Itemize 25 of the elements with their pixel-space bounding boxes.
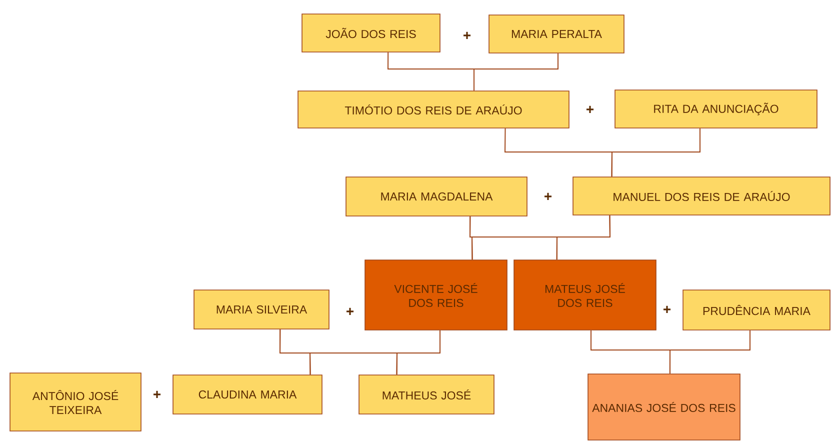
person-box: MATHEUS JOSÉ xyxy=(358,374,494,414)
person-box: MATEUS JOSÉ DOS REIS xyxy=(514,260,656,330)
plus-sign: + xyxy=(464,32,471,39)
plus-sign: + xyxy=(154,390,161,398)
person-box: MANUEL DOS REIS DE ARAÚJO xyxy=(572,176,830,216)
plus-sign: + xyxy=(544,192,552,200)
person-box: JOÃO DOS REIS xyxy=(302,14,440,52)
person-box: MARIA PERALTA xyxy=(488,14,624,54)
person-box: ANTÔNIO JOSÉ TEIXEIRA xyxy=(10,372,142,432)
connector-line xyxy=(556,214,610,260)
connector-line xyxy=(474,52,558,92)
connector-line xyxy=(669,330,750,374)
plus-sign: + xyxy=(664,306,671,313)
person-box: MARIA SILVEIRA xyxy=(194,290,330,330)
plus-sign: + xyxy=(346,308,354,315)
person-box: MARIA MAGDALENA xyxy=(346,176,528,216)
person-box: CLAUDINA MARIA xyxy=(172,374,322,414)
plus-sign: + xyxy=(586,106,594,113)
person-box: VICENTE JOSÉ DOS REIS xyxy=(364,260,508,330)
person-box: RITA DA ANUNCIAÇÃO xyxy=(614,90,818,128)
person-box: PRUDÊNCIA MARIA xyxy=(682,290,830,330)
person-box: ANANIAS JOSÉ DOS REIS xyxy=(588,374,740,440)
connector-line xyxy=(611,128,700,178)
connector-line xyxy=(396,330,440,376)
person-box: TIMÓTIO DOS REIS DE ARAÚJO xyxy=(298,90,570,128)
